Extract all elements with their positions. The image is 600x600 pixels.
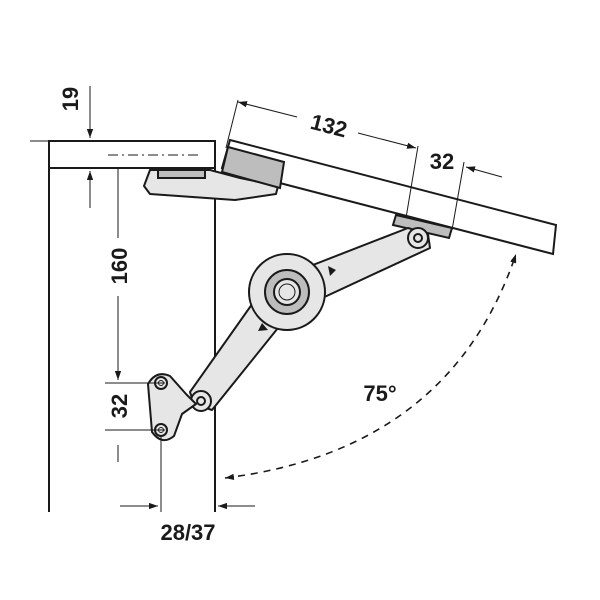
opening-angle-label: 75° [363, 381, 396, 406]
dimension-28-37: 28/37 [120, 436, 255, 545]
spring-housing [248, 253, 326, 331]
dimension-160: 160 [105, 168, 165, 384]
lid-mounting-plate [391, 213, 454, 240]
opening-angle-arc [224, 253, 517, 481]
dimension-32-lid: 32 [430, 149, 503, 231]
dimension-19-label: 19 [58, 87, 83, 111]
dimension-160-label: 160 [107, 248, 132, 285]
cabinet-top-panel [48, 140, 216, 169]
cabinet-side-panel [48, 141, 216, 512]
dimension-19: 19 [30, 86, 94, 208]
dimension-132-label: 132 [308, 109, 350, 142]
top-mounting-bracket [143, 145, 286, 201]
dimension-32-vertical: 32 [105, 394, 165, 462]
side-mounting-plate [147, 373, 197, 442]
dimension-28-37-label: 28/37 [160, 520, 215, 545]
dimension-32-lid-label: 32 [430, 149, 454, 174]
dimension-32-vertical-label: 32 [107, 394, 132, 418]
